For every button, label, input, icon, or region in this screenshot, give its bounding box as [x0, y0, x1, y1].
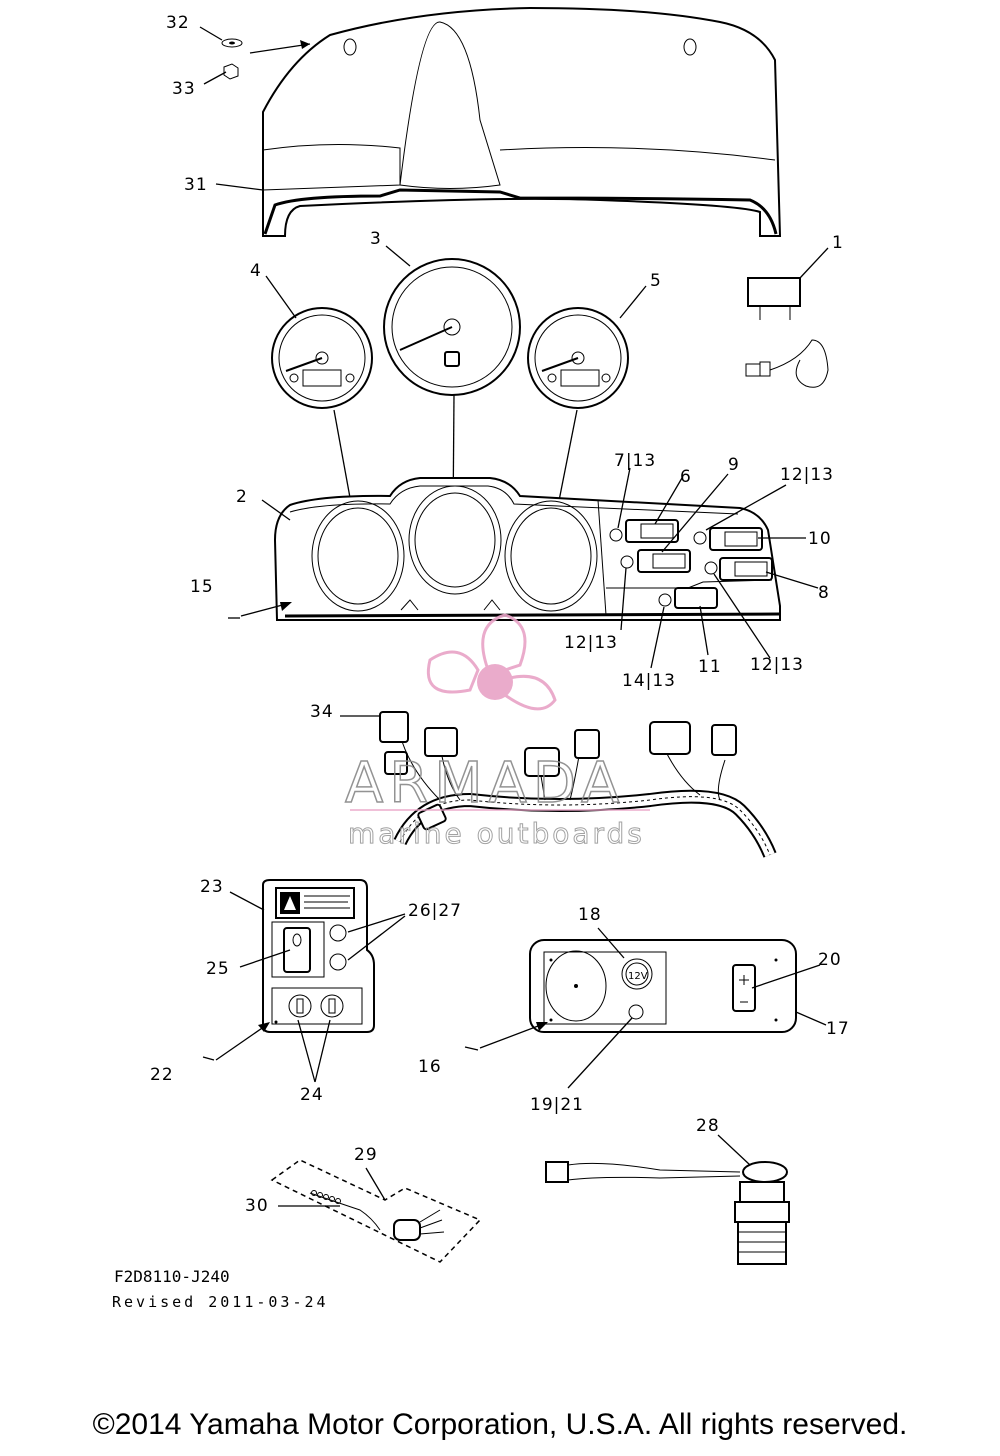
gauge-4 [271, 307, 373, 409]
callout-6: 6 [680, 467, 692, 487]
callout-31: 31 [184, 175, 208, 195]
washer-32 [221, 38, 243, 48]
callout-32: 32 [166, 13, 190, 33]
callout-9: 9 [728, 455, 740, 475]
callout-15: 15 [190, 577, 214, 597]
callout-28: 28 [696, 1116, 720, 1136]
callout-labels: 32 33 31 1 3 4 5 2 7|13 9 6 12|13 10 8 1… [150, 13, 850, 1216]
screw-16 [464, 1022, 548, 1051]
callout-17: 17 [826, 1019, 850, 1039]
callout-12-13-a: 12|13 [780, 465, 834, 485]
revision-date: Revised 2011-03-24 [112, 1293, 329, 1311]
callout-24: 24 [300, 1085, 324, 1105]
watermark-title: ARMADA [345, 751, 625, 816]
callout-14-13: 14|13 [622, 671, 676, 691]
watermark-subtitle: marine outboards [348, 817, 645, 850]
callout-12-13-c: 12|13 [750, 655, 804, 675]
gauge-5 [527, 307, 629, 409]
callout-2: 2 [236, 487, 248, 507]
instrument-panel-2 [273, 477, 781, 621]
callout-34: 34 [310, 702, 334, 722]
callout-26-27: 26|27 [408, 901, 462, 921]
callout-8: 8 [818, 583, 830, 603]
callout-12-13-b: 12|13 [564, 633, 618, 653]
socket-12v-label: 12V [628, 971, 648, 982]
callout-29: 29 [354, 1145, 378, 1165]
callout-22: 22 [150, 1065, 174, 1085]
callout-30: 30 [245, 1196, 269, 1216]
callout-23: 23 [200, 877, 224, 897]
callout-18: 18 [578, 905, 602, 925]
callout-20: 20 [818, 950, 842, 970]
callout-11: 11 [698, 657, 722, 677]
wire-harness-34 [379, 711, 777, 858]
kit-29 [270, 1159, 482, 1263]
callout-25: 25 [206, 959, 230, 979]
nut-33 [223, 63, 239, 80]
callout-5: 5 [650, 271, 662, 291]
switch-panel-23 [262, 879, 375, 1033]
callout-10: 10 [808, 529, 832, 549]
accessory-panel-17 [529, 939, 797, 1033]
diagram-code: F2D8110-J240 [114, 1267, 230, 1286]
screw-15 [228, 602, 292, 619]
callout-33: 33 [172, 79, 196, 99]
callout-7-13: 7|13 [614, 451, 656, 471]
callout-3: 3 [370, 229, 382, 249]
module-1 [745, 277, 829, 388]
callout-16: 16 [418, 1057, 442, 1077]
screw-22 [202, 1022, 270, 1061]
watermark: ARMADA marine outboards [344, 613, 650, 851]
leader-lines [199, 26, 829, 1207]
gauge-3 [383, 258, 521, 396]
copyright-notice: ©2014 Yamaha Motor Corporation, U.S.A. A… [92, 1408, 908, 1441]
callout-19-21: 19|21 [530, 1095, 584, 1115]
callout-1: 1 [832, 233, 844, 253]
sensor-28 [545, 1161, 790, 1265]
callout-4: 4 [250, 261, 262, 281]
console-cover [249, 6, 782, 237]
